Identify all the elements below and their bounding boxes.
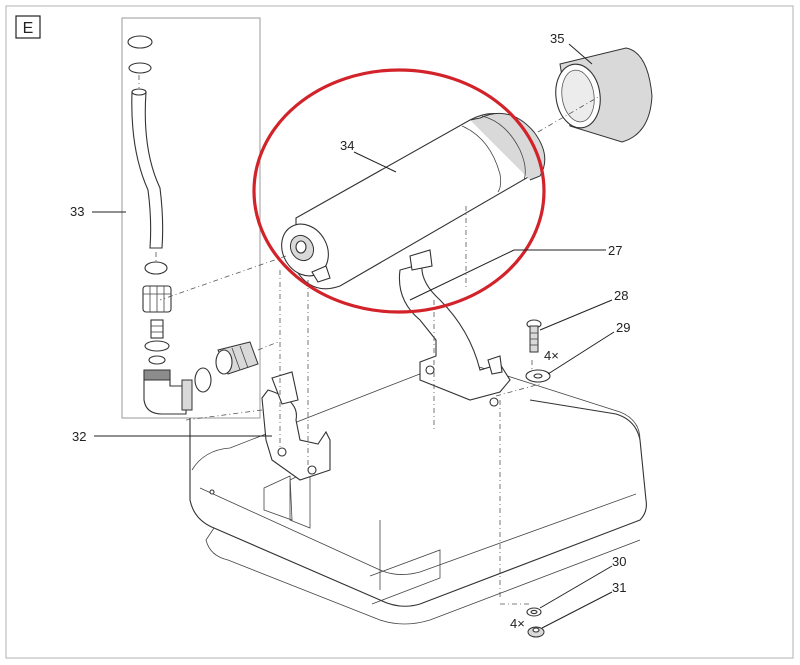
bracket-left: [261, 371, 331, 481]
hose-tube: [131, 91, 164, 249]
hose-clamp-second: [128, 62, 152, 74]
callout-30: 30: [612, 554, 626, 569]
hose-clamp-lower: [144, 261, 168, 275]
hex-nut: [527, 626, 545, 638]
screw: [526, 319, 542, 353]
hose-kit-panel: [121, 17, 279, 419]
elbow-fitting: [143, 369, 193, 415]
highlight-ring: [252, 68, 546, 314]
threaded-coupling: [215, 341, 279, 375]
quantity-29: 4×: [544, 348, 559, 363]
hose-nozzle: [150, 319, 164, 339]
filter-sleeve: [555, 47, 653, 143]
diagram-border: [5, 5, 794, 659]
section-badge: E: [15, 15, 41, 39]
hose-kit-frame: [121, 17, 261, 419]
drip-tray: [189, 362, 647, 625]
callout-35: 35: [550, 31, 564, 46]
bracket-right: [398, 249, 511, 407]
o-ring-small: [144, 340, 170, 352]
callout-27: 27: [608, 243, 622, 258]
callout-32: 32: [72, 429, 86, 444]
filter-cartridge: [281, 112, 546, 290]
quantity-30: 4×: [510, 616, 525, 631]
lock-washer: [526, 607, 542, 617]
section-letter: E: [23, 20, 34, 37]
washer: [525, 369, 551, 383]
callout-28: 28: [614, 288, 628, 303]
hose-clamp-top: [127, 35, 153, 49]
callout-29: 29: [616, 320, 630, 335]
callout-34: 34: [340, 138, 354, 153]
union-nut: [142, 285, 172, 313]
o-ring-large: [194, 367, 212, 393]
callout-31: 31: [612, 580, 626, 595]
callout-33: 33: [70, 204, 84, 219]
